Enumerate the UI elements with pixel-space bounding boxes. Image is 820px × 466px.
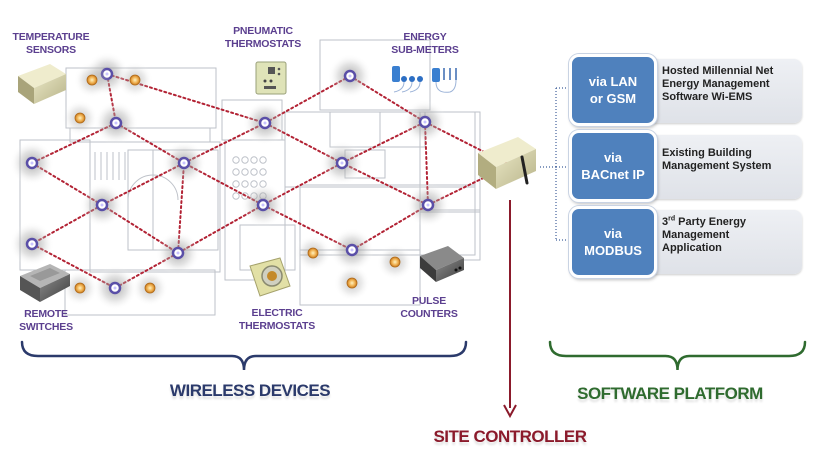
floorplan-table (259, 168, 267, 176)
floorplan-table (259, 156, 267, 164)
pulse-counter-icon (420, 246, 464, 282)
energy-sub-meter-icon (392, 66, 457, 93)
arrow-down-icon (503, 404, 517, 419)
router-node-core (113, 286, 117, 290)
software-platform-brace (548, 340, 807, 371)
label-line: ENERGY (403, 31, 447, 43)
via-line: via LAN (588, 74, 638, 89)
software-option-desc-bacnet: • Existing Building Management System (646, 135, 802, 199)
router-node-core (348, 74, 352, 78)
floorplan-table (232, 156, 240, 164)
via-line: via (603, 150, 623, 165)
label-energy-sub-meters: ENERGY SUB-METERS (382, 31, 468, 57)
floorplan-room (319, 39, 431, 111)
desc-line: Management (662, 229, 730, 241)
sensor-node (86, 74, 98, 86)
router-node-core (261, 203, 265, 207)
floorplan-table (241, 168, 249, 176)
via-line: or GSM (589, 91, 637, 106)
label-line: PULSE (411, 295, 446, 307)
braces (20, 340, 807, 371)
floorplan-table (232, 192, 240, 200)
via-line: MODBUS (584, 243, 642, 258)
floorplan-table (232, 180, 240, 188)
mesh-nodes (10, 52, 450, 310)
sensor-node (144, 282, 156, 294)
connectors (503, 87, 569, 419)
pneumatic-thermostat-icon (255, 61, 287, 95)
router-node-core (350, 248, 354, 252)
sensor-node (74, 112, 86, 124)
sensor-node (389, 256, 401, 268)
router-node-core (100, 203, 104, 207)
site-controller-icon (478, 137, 536, 189)
label-remote-switches: REMOTE SWITCHES (6, 308, 86, 334)
via-line: BACnet IP (581, 167, 645, 182)
router-node-core (30, 242, 34, 246)
label-temperature-sensors: TEMPERATURE SENSORS (6, 31, 96, 57)
desc-line: 3rd Party Energy (662, 215, 747, 228)
floorplan-table (241, 180, 249, 188)
sensor-node (74, 282, 86, 294)
via-line: via (603, 226, 623, 241)
router-node-core (114, 121, 118, 125)
mesh-link (31, 162, 103, 206)
software-option-desc-modbus: • 3rd Party Energy Management Applicatio… (646, 210, 802, 274)
floorplan-table (232, 168, 240, 176)
software-platform-label: SOFTWARE PLATFORM (577, 384, 763, 403)
router-node-core (176, 251, 180, 255)
label-line: SWITCHES (19, 321, 73, 333)
sensor-node (129, 74, 141, 86)
sensor-node (346, 277, 358, 289)
temperature-sensor-box-icon (18, 64, 66, 104)
desc-line: Software Wi-EMS (662, 91, 753, 103)
label-line: REMOTE (24, 308, 68, 320)
label-line: ELECTRIC (251, 307, 303, 319)
floorplan-table (250, 156, 258, 164)
device-icons (18, 61, 536, 302)
desc-line: Management System (662, 160, 772, 172)
desc-line: Hosted Millennial Net (662, 65, 774, 77)
wireless-devices-label: WIRELESS DEVICES (169, 381, 331, 400)
label-line: THERMOSTATS (224, 38, 302, 50)
router-node-core (423, 120, 427, 124)
router-node-core (426, 203, 430, 207)
label-pneumatic-thermostats: PNEUMATIC THERMOSTATS (218, 25, 308, 51)
via-lan-gsm-box: via LAN or GSM (569, 54, 657, 126)
floorplan-table (241, 156, 249, 164)
desc-line: Existing Building (662, 147, 752, 159)
label-line: TEMPERATURE (12, 31, 90, 43)
via-modbus-box: via MODBUS (569, 206, 657, 278)
software-option-desc-lan: • Hosted Millennial Net Energy Managemen… (646, 59, 802, 123)
router-node-core (182, 161, 186, 165)
label-line: SENSORS (26, 44, 76, 56)
label-line: SUB-METERS (391, 44, 459, 56)
remote-switch-icon (20, 264, 70, 302)
router-node-core (30, 161, 34, 165)
desc-line: Application (662, 242, 722, 254)
router-node-core (263, 121, 267, 125)
label-line: THERMOSTATS (238, 320, 316, 332)
wireless-devices-brace (20, 340, 468, 371)
electric-thermostat-icon (249, 257, 291, 297)
via-bacnet-ip-box: via BACnet IP (569, 130, 657, 202)
antenna-icon (520, 155, 529, 185)
floorplan-table (250, 168, 258, 176)
label-pulse-counters: PULSE COUNTERS (393, 295, 465, 321)
site-controller-label: SITE CONTROLLER (433, 427, 587, 446)
label-electric-thermostats: ELECTRIC THERMOSTATS (232, 307, 322, 333)
router-node-core (340, 161, 344, 165)
label-line: PNEUMATIC (233, 25, 293, 37)
sensor-node (307, 247, 319, 259)
desc-line: Energy Management (662, 78, 770, 90)
label-line: COUNTERS (400, 308, 458, 320)
